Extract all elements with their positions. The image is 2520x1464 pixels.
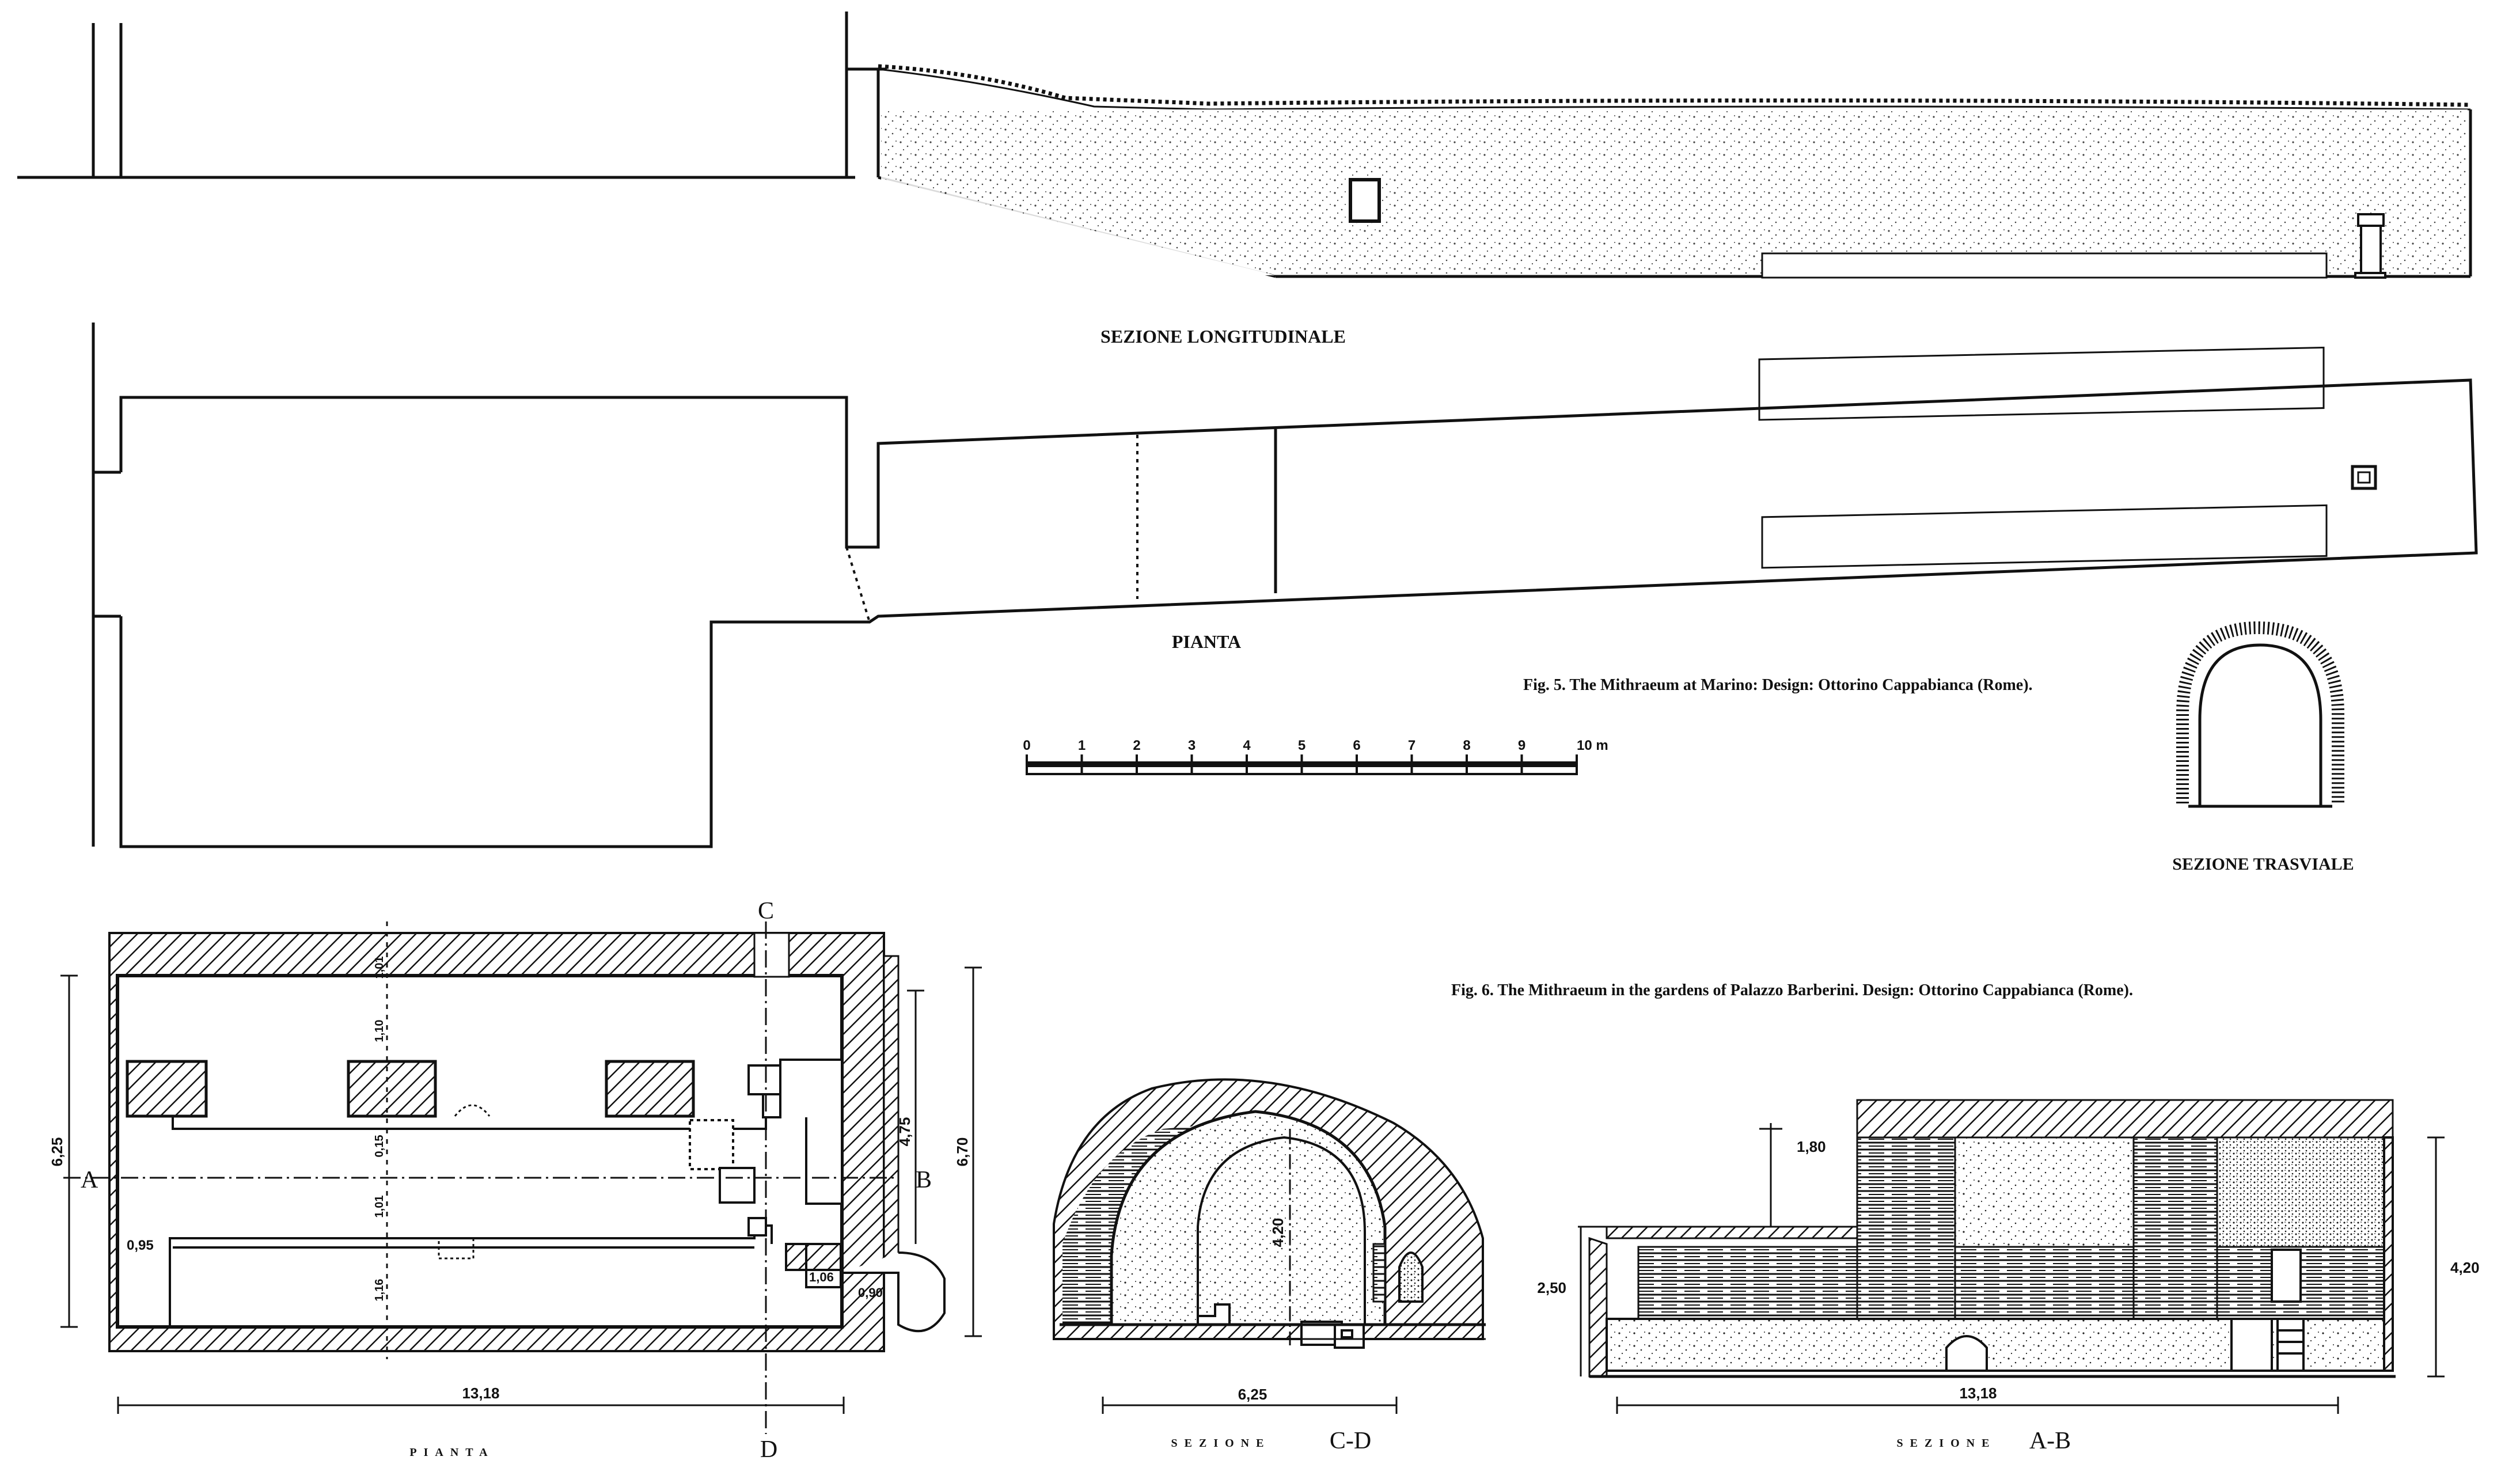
scale-tick-label: 4 (1243, 738, 1251, 753)
fig6-caption: Fig. 6. The Mithraeum in the gardens of … (1451, 981, 2133, 999)
fig6-plan-title: PIANTA (409, 1446, 494, 1459)
fig6-dim-ab-width: 13,18 (1959, 1385, 1997, 1402)
fig6-letter-a: A (81, 1167, 98, 1193)
fig6-dim-bench-b: 1,10 (373, 1020, 386, 1042)
scale-tick-label: 10 m (1577, 738, 1608, 753)
fig6-pier-2 (347, 1060, 437, 1118)
scale-tick-label: 7 (1408, 738, 1415, 753)
fig6-dim-inner-475: 4,75 (896, 1117, 913, 1147)
fig6-letter-b: B (916, 1167, 932, 1193)
fig6-section-cd-code: C-D (1330, 1428, 1371, 1454)
fig6-dim-bench-a: 1,01 (373, 957, 386, 979)
fig5-section-trans-title: SEZIONE TRASVIALE (2172, 855, 2354, 874)
fig5-niche (1349, 178, 1381, 223)
fig6-dim-bench-width: 0,95 (127, 1238, 154, 1253)
fig6-pier-1 (126, 1060, 208, 1118)
scale-tick-label: 3 (1188, 738, 1196, 753)
fig6-dim-cd-height: 4,20 (1269, 1218, 1286, 1247)
fig6-dim-cd-width: 6,25 (1238, 1386, 1267, 1403)
scale-tick-label: 6 (1353, 738, 1360, 753)
fig6-dim-ab-height: 4,20 (2450, 1259, 2480, 1276)
fig5-plan (92, 323, 2478, 848)
fig5-altar (2354, 213, 2386, 279)
fig5-transverse-section (2176, 621, 2344, 808)
fig6-dim-ab-top: 1,80 (1797, 1138, 1826, 1155)
fig6-dim-bench-d: 1,01 (373, 1196, 386, 1218)
fig6-dim-bench-e: 1,16 (373, 1279, 386, 1302)
fig5-scale-bar: 0 1 2 3 4 5 6 7 8 9 10 m (1023, 738, 1608, 775)
fig6-pier-3 (605, 1060, 695, 1118)
fig6-plan-dimensions (60, 966, 982, 1414)
scale-tick-label: 1 (1078, 738, 1086, 753)
fig5-caption: Fig. 5. The Mithraeum at Marino: Design:… (1523, 676, 2033, 694)
fig6-letter-c: C (758, 898, 774, 924)
fig6-north-bench (172, 1116, 767, 1130)
fig6-letter-d: D (760, 1436, 777, 1463)
fig6-dim-ab-left-h: 2,50 (1537, 1279, 1566, 1296)
fig6-section-ab-word: SEZIONE (1897, 1437, 1997, 1450)
scale-tick-label: 5 (1298, 738, 1305, 753)
fig6-dim-bench-c: 0,15 (373, 1135, 386, 1158)
fig6-plan-walls (108, 932, 900, 1352)
scale-tick-label: 0 (1023, 738, 1030, 753)
fig6-section-cd-word: SEZIONE (1171, 1437, 1271, 1450)
fig6-section-ab (1578, 1099, 2445, 1414)
fig6-dim-plan-width: 13,18 (462, 1385, 499, 1402)
fig6-section-cd (1053, 1078, 1486, 1414)
fig5-section-long-title: SEZIONE LONGITUDINALE (1100, 326, 1346, 347)
fig6-section-ab-code: A-B (2029, 1428, 2071, 1454)
scale-tick-label: 9 (1518, 738, 1525, 753)
fig6-plan-altar-area (689, 1059, 946, 1333)
fig5-bench-elevation (1761, 252, 2328, 279)
fig6-dim-plan-height: 6,25 (48, 1137, 66, 1167)
scale-tick-label: 8 (1463, 738, 1470, 753)
fig6-dim-step-106: 1,06 (809, 1270, 834, 1284)
fig5-plan-title: PIANTA (1172, 631, 1241, 652)
fig6-dim-plan-height-right: 6,70 (954, 1137, 971, 1167)
fig6-dim-step-090: 0,90 (858, 1285, 883, 1300)
scale-tick-label: 2 (1133, 738, 1140, 753)
